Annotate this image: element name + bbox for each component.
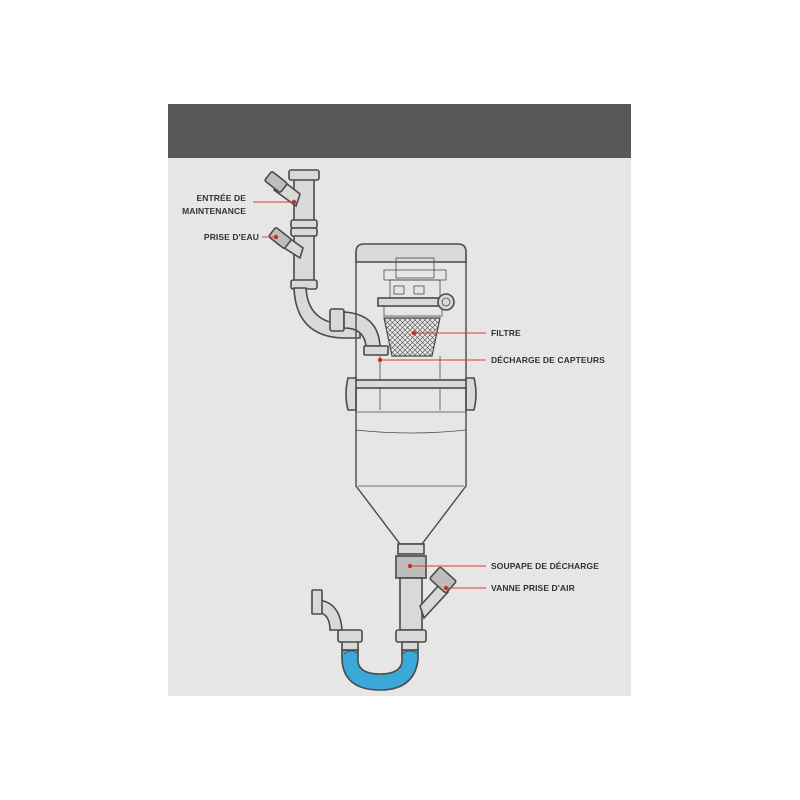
tank-assembly <box>345 243 477 545</box>
air-intake-branch <box>419 566 457 620</box>
inlet-stack <box>264 169 389 356</box>
callout-discharge-valve <box>407 563 486 569</box>
callout-sensor-discharge <box>377 357 486 363</box>
label-sensor-discharge: DÉCHARGE DE CAPTEURS <box>491 355 605 365</box>
label-filter: FILTRE <box>491 328 521 338</box>
callout-filter <box>411 330 486 336</box>
label-water-inlet: PRISE D'EAU <box>204 232 259 242</box>
water-inlet-branch <box>268 227 304 260</box>
callout-maintenance-inlet <box>253 199 297 205</box>
label-air-intake-valve: VANNE PRISE D'AIR <box>491 583 575 593</box>
label-maintenance-inlet-line1: ENTRÉE DE <box>196 193 246 203</box>
p-trap <box>311 589 419 691</box>
label-discharge-valve: SOUPAPE DE DÉCHARGE <box>491 561 599 571</box>
motor-unit <box>377 257 455 317</box>
callout-air-intake-valve <box>443 585 486 591</box>
label-maintenance-inlet-line2: MAINTENANCE <box>182 206 246 216</box>
header-bar <box>168 104 631 158</box>
callout-water-inlet <box>262 234 279 240</box>
filter-basket <box>383 317 441 357</box>
maintenance-inlet-branch <box>264 171 301 208</box>
